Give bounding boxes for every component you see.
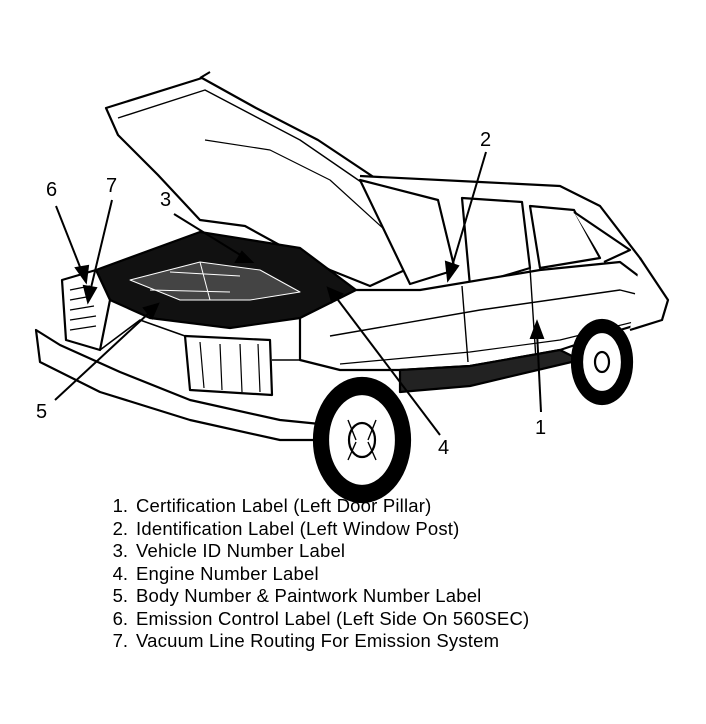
callout-6: 6 [46, 179, 58, 201]
leader-3 [173, 213, 243, 257]
legend-label: Certification Label (Left Door Pillar) [136, 495, 432, 517]
leader-4 [334, 295, 441, 436]
legend-number: 1. [112, 495, 128, 517]
front-grille [60, 268, 112, 352]
legend-item: 3. Vehicle ID Number Label [96, 540, 676, 563]
leader-1 [536, 331, 542, 413]
legend-label: Engine Number Label [136, 562, 319, 584]
legend-label: Emission Control Label (Left Side On 560… [136, 607, 530, 629]
rear-door-window [528, 204, 602, 270]
legend-label: Vacuum Line Routing For Emission System [136, 630, 500, 652]
legend-number: 5. [112, 585, 128, 607]
legend-number: 4. [112, 562, 128, 584]
legend-item: 1. Certification Label (Left Door Pillar… [96, 495, 676, 518]
callout-1: 1 [535, 417, 547, 439]
callout-2: 2 [480, 129, 492, 151]
legend-number: 2. [112, 517, 128, 539]
leader-lines [54, 151, 545, 436]
callout-3: 3 [160, 189, 172, 211]
leader-6 [55, 205, 83, 273]
legend-label: Identification Label (Left Window Post) [136, 517, 460, 539]
legend-item: 6. Emission Control Label (Left Side On … [96, 608, 676, 631]
legend-item: 7. Vacuum Line Routing For Emission Syst… [96, 630, 676, 653]
open-hood [104, 76, 427, 288]
legend-label: Vehicle ID Number Label [136, 540, 346, 562]
callout-4: 4 [438, 437, 450, 459]
legend-number: 6. [112, 607, 128, 629]
legend-item: 4. Engine Number Label [96, 563, 676, 586]
legend-item: 2. Identification Label (Left Window Pos… [96, 518, 676, 541]
leader-2 [450, 151, 487, 271]
legend-number: 7. [112, 630, 128, 652]
legend-number: 3. [112, 540, 128, 562]
callout-5: 5 [36, 401, 48, 423]
car-body [34, 71, 670, 504]
legend: 1. Certification Label (Left Door Pillar… [96, 495, 676, 653]
leader-7 [89, 199, 113, 293]
leader-5 [54, 311, 151, 401]
headlight [183, 334, 274, 397]
legend-label: Body Number & Paintwork Number Label [136, 585, 482, 607]
callout-7: 7 [106, 175, 118, 197]
legend-item: 5. Body Number & Paintwork Number Label [96, 585, 676, 608]
